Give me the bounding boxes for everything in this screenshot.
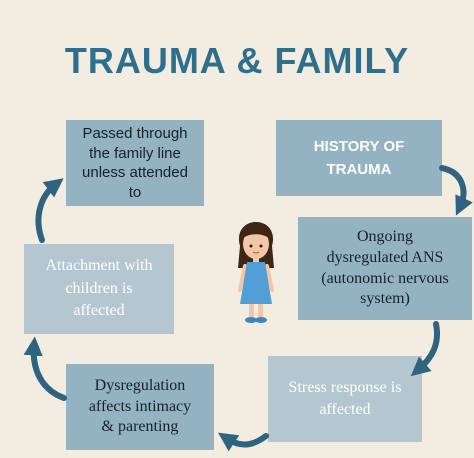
cycle-arrow-icon xyxy=(439,165,473,216)
node-history-of-trauma: HISTORY OF TRAUMA xyxy=(276,120,442,196)
node-passed-through-family-line: Passed through the family line unless at… xyxy=(66,120,204,206)
cycle-arrow-icon xyxy=(218,432,269,452)
node-dysregulation-intimacy: Dysregulation affects intimacy & parenti… xyxy=(66,364,214,450)
node-line: children is xyxy=(65,279,133,297)
node-line: HISTORY OF xyxy=(313,137,405,155)
node-attachment-affected: Attachment with children is affected xyxy=(24,244,174,334)
node-line: TRAUMA xyxy=(326,161,392,178)
node-line: Passed through xyxy=(82,125,188,142)
node-line: affected xyxy=(73,302,125,320)
node-line: Stress response is xyxy=(288,378,402,396)
node-line: Dysregulation xyxy=(94,376,186,394)
node-line: system) xyxy=(360,290,410,308)
node-line: Attachment with xyxy=(45,257,153,275)
node-stress-response: Stress response is affected xyxy=(268,356,422,442)
node-line: affected xyxy=(319,401,371,418)
node-line: dysregulated ANS xyxy=(326,248,444,266)
cycle-arrow-icon xyxy=(23,336,67,401)
girl-figure-icon xyxy=(238,222,274,323)
node-line: & parenting xyxy=(101,418,179,436)
node-dysregulated-ans: Ongoing dysregulated ANS (autonomic nerv… xyxy=(298,217,472,320)
page-title: TRAUMA & FAMILY xyxy=(64,40,410,81)
node-line: affects intimacy xyxy=(88,397,192,415)
cycle-arrow-icon xyxy=(35,178,64,243)
node-line: the family line xyxy=(89,144,181,162)
node-line: to xyxy=(128,183,142,201)
node-line: unless attended xyxy=(82,164,188,181)
node-line: Ongoing xyxy=(357,227,413,245)
node-line: (autonomic nervous xyxy=(321,269,449,287)
